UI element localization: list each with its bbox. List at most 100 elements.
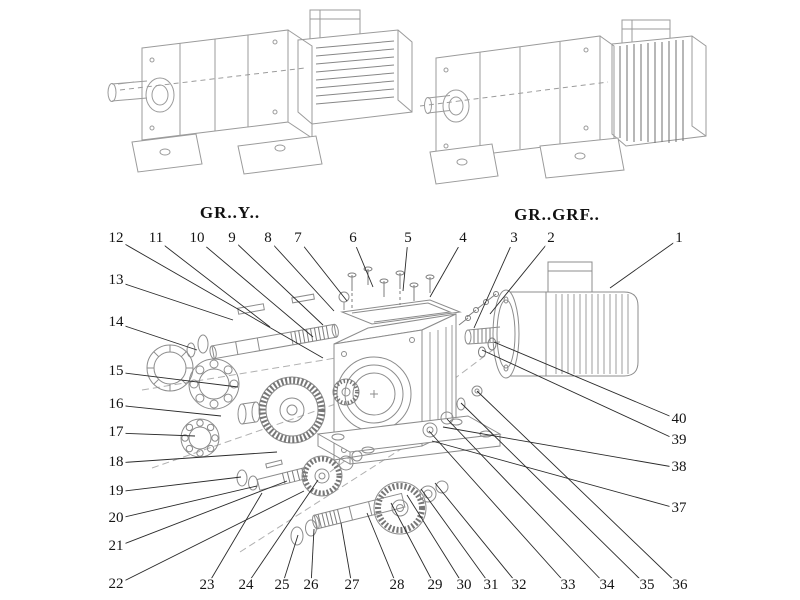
part-number-30: 30 xyxy=(454,577,474,594)
leader-line-38 xyxy=(442,426,680,469)
leader-line-15 xyxy=(115,371,239,388)
part-number-22: 22 xyxy=(106,576,126,593)
leader-line-11 xyxy=(155,238,271,328)
leader-line-10 xyxy=(196,238,314,338)
part-number-35: 35 xyxy=(637,577,657,594)
leader-line-20 xyxy=(115,485,258,520)
leader-line-22 xyxy=(115,490,305,586)
leader-line-1 xyxy=(609,238,680,289)
part-number-14: 14 xyxy=(106,314,126,331)
washer xyxy=(197,334,209,354)
leader-line-4 xyxy=(429,238,464,298)
retaining-ring xyxy=(435,480,449,494)
leader-line-7 xyxy=(297,238,348,302)
part-number-3: 3 xyxy=(508,230,520,247)
part-number-12: 12 xyxy=(106,230,126,247)
leader-line-2 xyxy=(489,238,552,315)
part-number-8: 8 xyxy=(262,230,274,247)
part-number-27: 27 xyxy=(342,577,362,594)
part-number-6: 6 xyxy=(347,230,359,247)
leader-line-32 xyxy=(434,482,520,587)
part-number-10: 10 xyxy=(187,230,207,247)
leader-line-9 xyxy=(231,238,324,326)
leader-line-40 xyxy=(493,341,680,421)
leader-line-33 xyxy=(428,430,569,587)
part-number-5: 5 xyxy=(402,230,414,247)
leader-line-37 xyxy=(431,440,680,510)
part-number-29: 29 xyxy=(425,577,445,594)
leader-line-34 xyxy=(446,418,608,587)
part-number-13: 13 xyxy=(106,272,126,289)
leader-line-28 xyxy=(366,512,398,587)
bushing xyxy=(237,401,261,425)
leader-line-26 xyxy=(310,528,315,587)
leader-line-18 xyxy=(115,451,278,464)
part-number-25: 25 xyxy=(272,577,292,594)
part-number-2: 2 xyxy=(545,230,557,247)
intermediate-shaft-assembly xyxy=(236,450,363,497)
part-number-28: 28 xyxy=(387,577,407,594)
part-number-24: 24 xyxy=(236,577,256,594)
ball-bearing xyxy=(188,358,240,410)
washer xyxy=(487,337,497,351)
part-number-36: 36 xyxy=(670,577,690,594)
washer xyxy=(305,519,317,537)
leader-line-17 xyxy=(115,432,196,437)
part-number-16: 16 xyxy=(106,396,126,413)
retaining-ring xyxy=(351,450,363,462)
part-number-18: 18 xyxy=(106,454,126,471)
key xyxy=(237,303,265,315)
leader-line-25 xyxy=(281,534,299,587)
gear xyxy=(373,481,427,535)
exploded-view xyxy=(141,261,639,553)
part-number-34: 34 xyxy=(597,577,617,594)
part-number-40: 40 xyxy=(669,411,689,428)
part-number-21: 21 xyxy=(106,538,126,555)
part-number-1: 1 xyxy=(673,230,685,247)
leader-line-39 xyxy=(481,349,680,442)
title-gr-y: GR..Y.. xyxy=(196,203,264,223)
motor-bolts xyxy=(458,291,499,358)
leader-line-12 xyxy=(115,238,324,359)
key xyxy=(265,459,283,469)
leader-line-30 xyxy=(406,494,465,587)
leader-line-24 xyxy=(245,479,319,587)
part-number-15: 15 xyxy=(106,363,126,380)
large-gear xyxy=(258,376,326,444)
part-number-4: 4 xyxy=(457,230,469,247)
leader-line-31 xyxy=(420,488,492,587)
leader-line-8 xyxy=(267,238,335,312)
small-gear-upper xyxy=(332,378,360,406)
leader-line-36 xyxy=(476,390,681,587)
output-shaft-assembly xyxy=(290,480,449,546)
washer xyxy=(248,475,258,491)
title-gr-grf: GR..GRF.. xyxy=(511,205,603,225)
part-number-19: 19 xyxy=(106,483,126,500)
part-number-7: 7 xyxy=(292,230,304,247)
part-number-17: 17 xyxy=(106,424,126,441)
washer xyxy=(186,342,196,358)
leader-line-35 xyxy=(460,402,648,587)
leader-line-3 xyxy=(473,238,515,329)
part-number-37: 37 xyxy=(669,500,689,517)
assembled-unit-gr-y xyxy=(107,9,413,175)
part-number-9: 9 xyxy=(226,230,238,247)
diagonal-small-parts xyxy=(422,385,483,438)
gear xyxy=(301,455,343,497)
washer xyxy=(236,469,248,487)
part-number-26: 26 xyxy=(301,577,321,594)
part-number-31: 31 xyxy=(481,577,501,594)
leader-line-27 xyxy=(340,522,353,587)
part-number-23: 23 xyxy=(197,577,217,594)
washer xyxy=(290,526,304,546)
leader-line-13 xyxy=(115,280,234,321)
part-number-33: 33 xyxy=(558,577,578,594)
leader-line-21 xyxy=(115,480,288,548)
leader-line-5 xyxy=(402,238,409,292)
part-number-39: 39 xyxy=(669,432,689,449)
leader-line-16 xyxy=(115,404,222,417)
